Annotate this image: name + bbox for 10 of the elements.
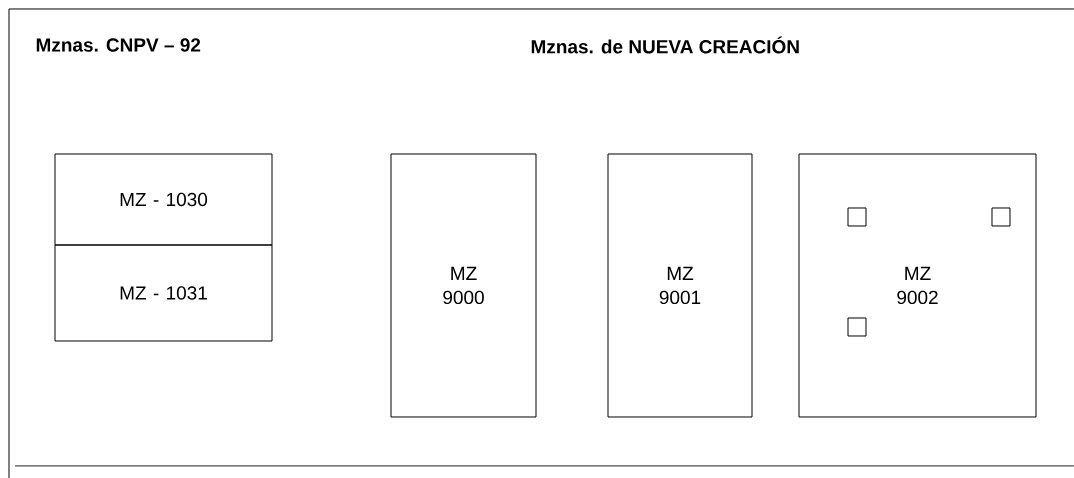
heading: Mznas. de NUEVA CREACIÓN <box>531 36 799 54</box>
square-symbol <box>847 207 867 227</box>
block-box: MZ 9001 <box>607 153 753 418</box>
block-box: MZ 9000 <box>390 153 537 418</box>
square-symbol <box>847 317 867 337</box>
block-box: MZ 9002 <box>798 153 1037 418</box>
block-box: MZ - 1031 <box>54 244 273 342</box>
square-symbol <box>991 207 1011 227</box>
heading: Mznas. CNPV – 92 <box>36 38 201 52</box>
block-box: MZ - 1030 <box>54 153 273 246</box>
